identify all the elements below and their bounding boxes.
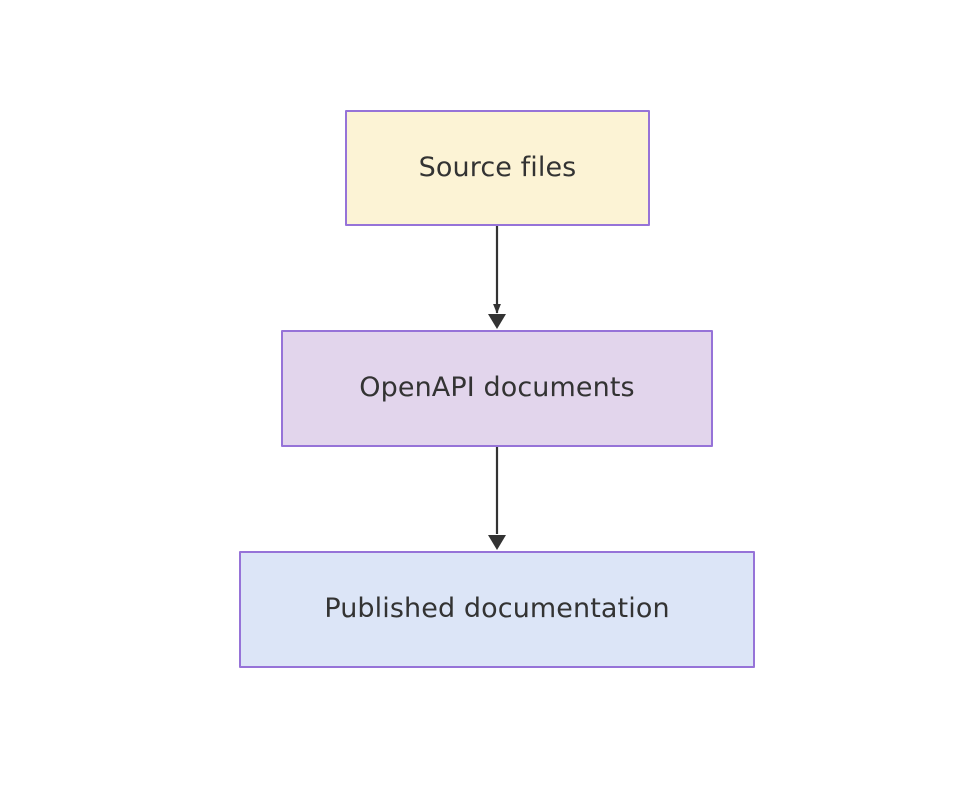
flow-node-openapi-documents[interactable]: OpenAPI documents [281,330,713,447]
edge-openapi-documents-to-published-documentation [488,447,506,550]
flow-node-published-documentation[interactable]: Published documentation [239,551,755,668]
flow-node-label-source-files: Source files [418,151,577,183]
edge-source-files-to-openapi-documents [488,226,506,329]
flow-node-label-openapi-documents: OpenAPI documents [359,372,635,404]
flow-node-label-published-documentation: Published documentation [324,593,670,625]
flow-node-source-files[interactable]: Source files [345,110,650,226]
